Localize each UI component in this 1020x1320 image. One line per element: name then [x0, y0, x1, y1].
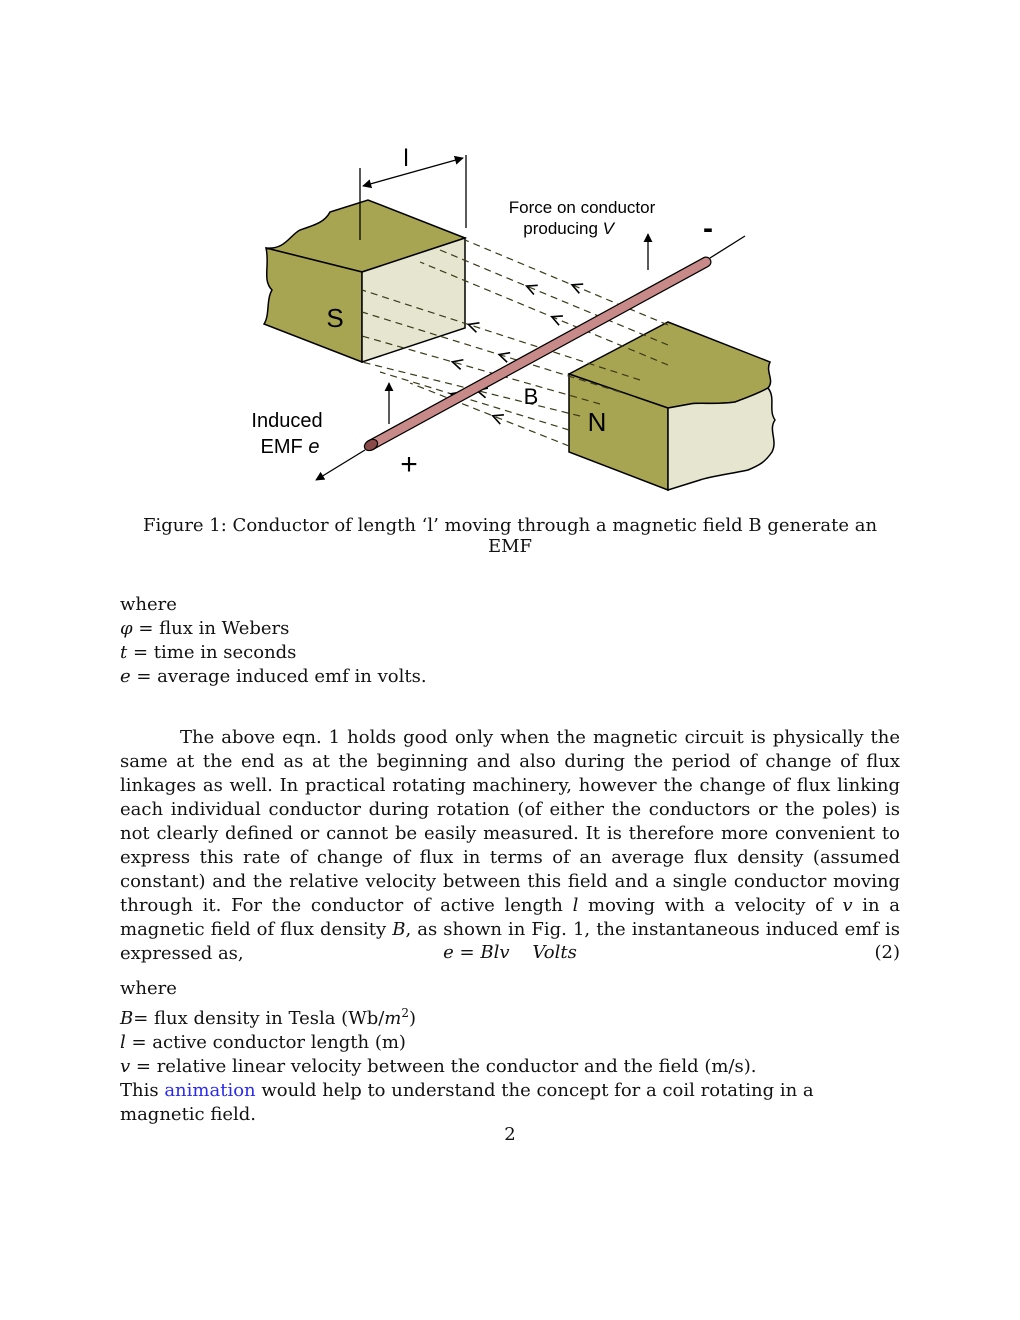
- label-induced-line1: Induced: [251, 410, 322, 432]
- direction-arrow-upper: [709, 235, 746, 259]
- conductor-near-end: [363, 438, 379, 452]
- label-minus: -: [703, 212, 713, 245]
- label-field-b: B: [524, 384, 539, 409]
- field-line-arrow: [524, 284, 538, 296]
- label-force-line2: producing V: [523, 219, 615, 238]
- s-magnet: [262, 199, 468, 364]
- page-number: 2: [504, 1124, 516, 1145]
- definitions-1: where φ = flux in Webers t = time in sec…: [120, 593, 900, 689]
- n-magnet-broken-face: [667, 387, 776, 492]
- field-line: [379, 371, 570, 431]
- where-label: where: [120, 594, 177, 615]
- l-definition: l = active conductor length (m): [120, 1032, 406, 1053]
- field-line: [439, 249, 669, 346]
- field-line: [419, 261, 669, 366]
- label-length: l: [403, 145, 408, 172]
- field-line: [361, 311, 621, 393]
- v-definition: v = relative linear velocity between the…: [120, 1056, 757, 1077]
- t-definition: t = time in seconds: [120, 642, 297, 663]
- field-line-arrow: [450, 358, 464, 370]
- animation-sentence: This animation would help to understand …: [120, 1080, 814, 1125]
- direction-arrow-lower: [315, 449, 366, 481]
- field-line: [361, 335, 601, 405]
- b-definition: B= flux density in Tesla (Wb/m2): [120, 1006, 417, 1029]
- field-line-arrow: [497, 351, 511, 363]
- label-north-pole: N: [588, 407, 607, 437]
- label-induced-line2: EMF e: [261, 436, 320, 458]
- field-line: [409, 382, 570, 447]
- definitions-2: where B= flux density in Tesla (Wb/m2) l…: [120, 977, 900, 1127]
- animation-link[interactable]: animation: [164, 1080, 256, 1101]
- label-force-line1: Force on conductor: [509, 198, 656, 217]
- equation-number: (2): [874, 942, 901, 963]
- figure-caption: Figure 1: Conductor of length ‘l’ moving…: [142, 515, 878, 557]
- s-pole-face: [361, 236, 466, 364]
- label-plus: +: [400, 448, 418, 481]
- n-magnet: [567, 321, 776, 492]
- body-paragraph: The above eqn. 1 holds good only when th…: [120, 726, 900, 966]
- paragraph-text: The above eqn. 1 holds good only when th…: [120, 727, 900, 964]
- length-dimension-arrow: [362, 155, 464, 189]
- conductor: [363, 256, 712, 452]
- field-line-arrow: [491, 414, 505, 425]
- field-line: [464, 239, 669, 326]
- equation-2: e = Blv Volts (2): [120, 942, 900, 966]
- e-definition: e = average induced emf in volts.: [120, 666, 427, 687]
- where-label-2: where: [120, 978, 177, 999]
- emf-figure: l Force on conductor producing V - S N B…: [251, 145, 776, 492]
- equation-expression: e = Blv Volts: [443, 942, 577, 963]
- phi-definition: φ = flux in Webers: [120, 618, 290, 639]
- field-line: [361, 289, 641, 381]
- label-south-pole: S: [326, 303, 343, 333]
- s-magnet-side-face: [262, 246, 363, 364]
- field-line-arrow: [466, 321, 480, 333]
- field-line-arrow: [570, 283, 584, 294]
- field-line-arrow: [550, 315, 563, 326]
